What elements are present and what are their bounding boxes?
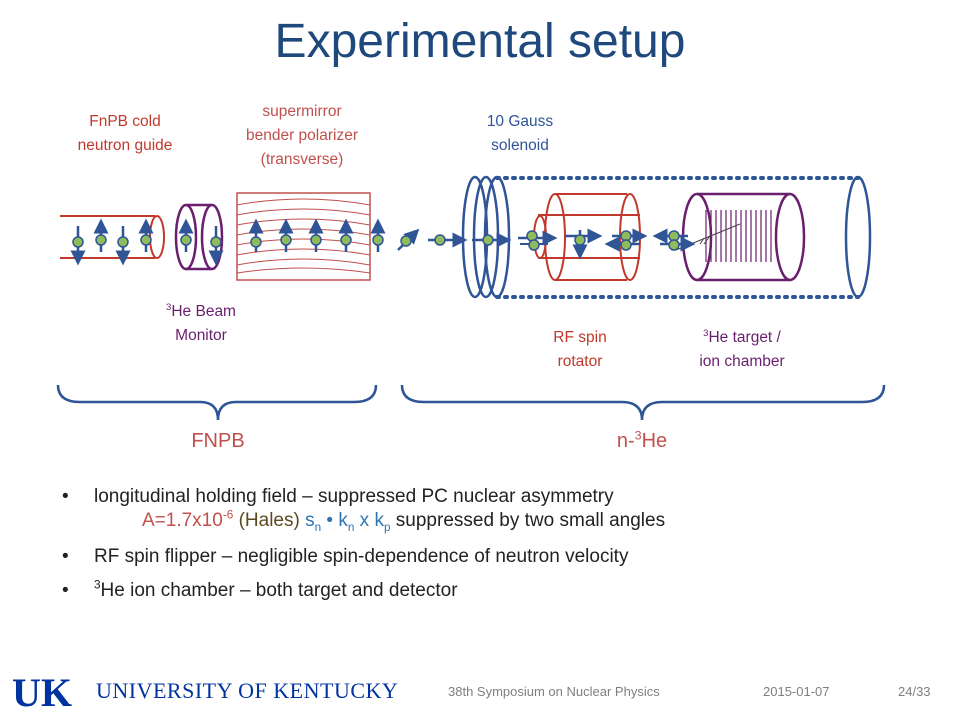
uk-logo-icon: UK bbox=[12, 672, 72, 712]
neutrons-longitudinal bbox=[428, 228, 696, 260]
label-polarizer: supermirror bender polarizer (transverse… bbox=[222, 100, 382, 172]
footer-conference: 38th Symposium on Nuclear Physics bbox=[448, 684, 660, 699]
formula-s-sub: n bbox=[314, 520, 322, 534]
label-beam-monitor-sup: 3 bbox=[166, 301, 172, 313]
label-neutron-guide: FnPB cold neutron guide bbox=[55, 110, 195, 158]
bullet-ion-chamber: • 3He ion chamber – both target and dete… bbox=[62, 578, 942, 603]
asymmetry-reference: (Hales) bbox=[233, 510, 306, 531]
footer-date: 2015-01-07 bbox=[763, 684, 830, 699]
brace-label-n3he: n-3He bbox=[592, 428, 692, 453]
formula-dot: • bbox=[321, 510, 339, 531]
bullet-rf-flipper: • RF spin flipper – negligible spin-depe… bbox=[62, 544, 942, 569]
brace-label-n3he-post: He bbox=[641, 430, 668, 452]
label-target-chamber-sup: 3 bbox=[703, 327, 709, 339]
slide-title: Experimental setup bbox=[274, 15, 686, 68]
label-rf-rotator-line2: rotator bbox=[557, 353, 603, 370]
formula-k-sub: n bbox=[347, 520, 355, 534]
neutrons-polarized bbox=[248, 218, 420, 252]
brace-label-n3he-pre: n- bbox=[616, 430, 635, 452]
label-target-chamber-line2: ion chamber bbox=[699, 353, 785, 370]
label-beam-monitor-line2: Monitor bbox=[175, 327, 227, 344]
formula-s: s bbox=[305, 510, 315, 531]
brace-fnpb bbox=[56, 384, 378, 421]
label-beam-monitor: 3He Beam Monitor bbox=[136, 300, 266, 348]
bullet-ion-chamber-text: He ion chamber – both target and detecto… bbox=[100, 580, 458, 601]
bullet-list: • longitudinal holding field – suppresse… bbox=[62, 484, 942, 612]
formula-k: k bbox=[338, 510, 348, 531]
brace-n3he bbox=[400, 384, 886, 421]
correlation-formula: sn • kn x kp bbox=[305, 510, 391, 534]
bullet-ion-chamber-sup: 3 bbox=[94, 578, 101, 592]
asymmetry-suppression-text: suppressed by two small angles bbox=[390, 510, 666, 531]
label-beam-monitor-line1: He Beam bbox=[171, 303, 236, 320]
bullet-rf-flipper-text: RF spin flipper – negligible spin-depend… bbox=[94, 546, 629, 567]
asymmetry-exponent: -6 bbox=[222, 508, 234, 522]
svg-text:UK: UK bbox=[12, 672, 72, 712]
label-rf-rotator: RF spin rotator bbox=[525, 326, 635, 374]
label-neutron-guide-line2: neutron guide bbox=[77, 137, 173, 154]
label-polarizer-line2: bender polarizer bbox=[245, 127, 358, 144]
bullet-marker: • bbox=[62, 580, 69, 601]
formula-k2-sub: p bbox=[383, 520, 391, 534]
bullet-holding-field-text: longitudinal holding field – suppressed … bbox=[94, 486, 614, 507]
formula-cross: x bbox=[354, 510, 375, 531]
footer-page-number: 24/33 bbox=[898, 684, 931, 699]
setup-diagram bbox=[56, 175, 886, 421]
university-name: UNIVERSITY OF KENTUCKY bbox=[96, 678, 399, 703]
formula-k2: k bbox=[374, 510, 384, 531]
bullet-asymmetry-detail: A=1.7x10-6 (Hales) sn • kn x kp suppress… bbox=[94, 507, 942, 535]
bullet-marker: • bbox=[62, 486, 69, 507]
neutrons-unpolarized bbox=[70, 218, 224, 266]
asymmetry-value: A=1.7x10 bbox=[142, 510, 223, 531]
brace-label-n3he-sup: 3 bbox=[634, 428, 642, 443]
label-rf-rotator-line1: RF spin bbox=[553, 329, 607, 346]
label-solenoid-line2: solenoid bbox=[491, 137, 549, 154]
label-solenoid-line1: 10 Gauss bbox=[486, 113, 554, 130]
label-solenoid: 10 Gauss solenoid bbox=[455, 110, 585, 158]
target-chamber bbox=[675, 192, 806, 282]
bullet-holding-field: • longitudinal holding field – suppresse… bbox=[62, 484, 942, 535]
beam-monitor bbox=[174, 203, 224, 271]
label-target-chamber-line1: He target / bbox=[708, 329, 781, 346]
label-neutron-guide-line1: FnPB cold bbox=[89, 113, 161, 130]
brace-label-fnpb: FNPB bbox=[191, 430, 245, 452]
label-polarizer-line3: (transverse) bbox=[260, 151, 344, 168]
label-polarizer-line1: supermirror bbox=[262, 103, 342, 120]
bullet-marker: • bbox=[62, 546, 69, 567]
label-target-chamber: 3He target / ion chamber bbox=[672, 326, 812, 374]
